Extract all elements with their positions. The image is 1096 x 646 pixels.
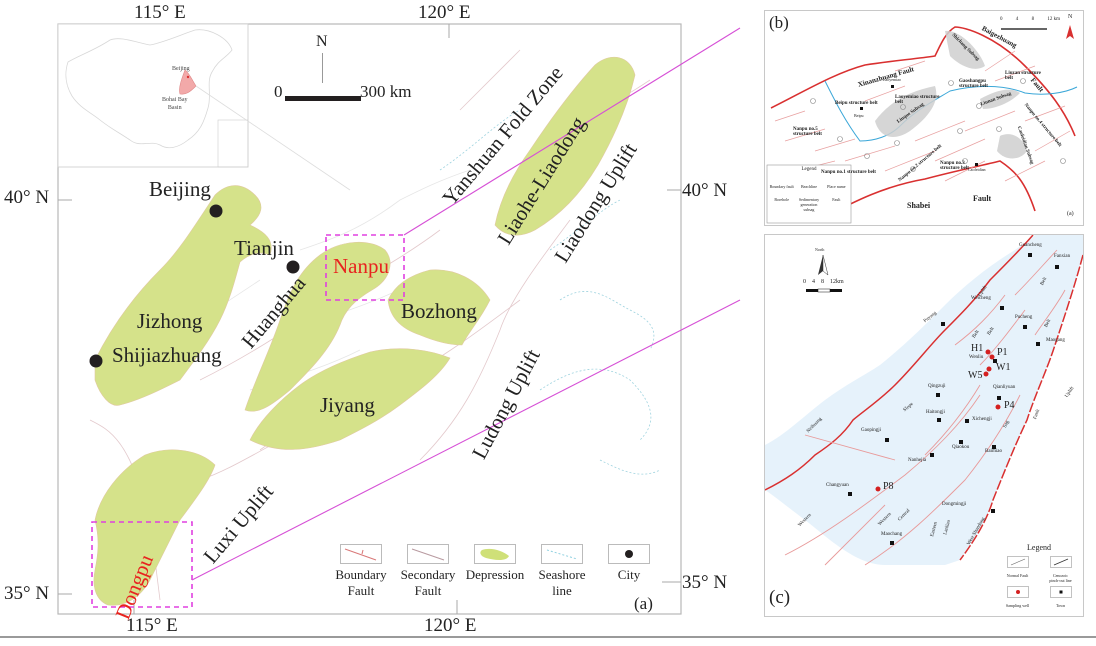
town-label-gaopingji: Gaopingji <box>861 428 881 433</box>
legend-item-normal-fault: Normal Fault <box>998 555 1037 583</box>
town-label-baimiao: Baimiao <box>985 449 1002 454</box>
town-icon <box>1049 586 1072 598</box>
panel-b-label: (b) <box>769 13 789 32</box>
panel-c-legend: Legend Normal Fault Cenozoic pinch-out l… <box>998 543 1080 608</box>
belt-label-beipu: Beipu structure belt <box>835 101 878 106</box>
lon-label-top-115: 115° E <box>134 2 186 23</box>
well-label-p8: P8 <box>883 481 894 492</box>
well-label-p1: P1 <box>997 347 1008 358</box>
panel-b-legend: Legend Boundary fault Beachline Place na… <box>769 167 846 212</box>
scale-bar <box>285 96 361 101</box>
well-label-w5: W5 <box>968 370 983 381</box>
highlight-boxes <box>91 234 405 608</box>
lat-label-left-40: 40° N <box>4 187 50 208</box>
scale-end: 300 km <box>360 82 412 101</box>
town-label-fanxian: Fanxian <box>1054 254 1071 259</box>
panel-c-north-label: North <box>815 247 825 252</box>
well-label-w1: W1 <box>996 362 1011 373</box>
panel-c-legend-title: Legend <box>1027 543 1051 552</box>
belt-label-nanpu-1: Nanpu no.1 structure belt <box>821 170 876 175</box>
belt-label-nanpu-5: Nanpu no.5 structure belt <box>793 127 822 137</box>
depression-icon <box>474 544 516 564</box>
panel-b-north-label: N <box>1068 14 1073 20</box>
town-label-nanhejia: Nanhejia <box>908 458 927 463</box>
north-arrow-label: N <box>316 33 328 50</box>
well-label-p4: P4 <box>1004 400 1015 411</box>
belt-label-nanpu-3: Nanpu no.3 structure belt <box>940 161 969 171</box>
legend-item-secondary-fault: Secondary Fault <box>394 544 462 599</box>
town-label-xichengji: Xichengji <box>972 417 992 422</box>
panel-a <box>57 23 741 615</box>
pinch-out-line-icon <box>1049 556 1072 568</box>
secondary-fault-icon <box>407 544 449 564</box>
panel-b-sublabel: (a) <box>1067 211 1074 217</box>
legend-panel-a: Boundary Fault Secondary Fault Depressio… <box>318 544 650 604</box>
inset-map-china <box>57 23 351 191</box>
city-markers <box>89 204 300 368</box>
seashore-line-icon <box>541 544 583 564</box>
inset-basin-label: Bohai Bay Basin <box>162 97 188 111</box>
depression-label-jiyang: Jiyang <box>320 393 375 417</box>
lat-label-right-35: 35° N <box>682 572 728 593</box>
well-label-h1: H1 <box>971 343 984 354</box>
inset-beijing-label: Beijing <box>172 66 190 72</box>
panel-a-label: (a) <box>634 594 653 613</box>
legend-item-seashore-line: Seashore line <box>528 544 596 599</box>
fault-label-shabei: Shabei <box>907 201 931 210</box>
belt-label-gaoshangpu: Gaoshangpu structure belt <box>959 79 988 89</box>
town-label-qiaokou: Qiaokou <box>952 445 970 450</box>
town-label-maochang: Maochang <box>881 532 903 537</box>
north-arrow-icon <box>322 53 323 83</box>
depression-label-nanpu: Nanpu <box>333 254 389 278</box>
lat-label-left-35: 35° N <box>4 583 50 604</box>
fault-label-shabei-fault: Fault <box>973 194 992 203</box>
lat-label-right-40: 40° N <box>682 180 728 201</box>
belt-label-liuzan: Liuzan structure belt <box>1005 71 1041 81</box>
city-label-shijiazhuang: Shijiazhuang <box>112 343 222 367</box>
depressions <box>93 56 636 606</box>
town-label-maogang: Maogang <box>1046 338 1065 343</box>
town-label-beipu: Beipu <box>854 113 864 118</box>
legend-item-boundary-fault: Boundary Fault <box>327 544 395 599</box>
town-label-caofeidian: Caofeidian <box>968 167 986 172</box>
legend-item-town: Town <box>1041 585 1080 608</box>
town-label-pucheng: Pucheng <box>1015 315 1033 320</box>
belt-label-laoyemiao: Laoyemiao structure belt <box>895 95 940 105</box>
lon-label-top-120: 120° E <box>418 2 471 23</box>
boundary-fault-icon <box>340 544 382 564</box>
town-label-laoyemiao: Laoyemiao <box>883 77 901 82</box>
sampling-well-icon <box>1006 586 1029 598</box>
town-label-haitongji: Haitongji <box>926 410 945 415</box>
town-label-dongmingji: Dongmingji <box>942 502 967 507</box>
town-label-weicheng: Weicheng <box>971 296 991 301</box>
town-label-wenliu: Wenliu <box>969 355 984 360</box>
scale-start: 0 <box>274 82 283 101</box>
lon-label-bottom-115: 115° E <box>126 615 178 636</box>
city-label-tianjin: Tianjin <box>234 236 294 260</box>
normal-fault-icon <box>1006 556 1029 568</box>
depression-label-jizhong: Jizhong <box>137 309 203 333</box>
bottom-rule <box>0 636 1096 638</box>
town-label-qingzuji: Qingzuji <box>928 384 946 389</box>
town-label-qianliyuan: Qianliyuan <box>993 385 1016 390</box>
panel-c-label: (c) <box>769 587 791 608</box>
legend-item-city: City <box>595 544 663 583</box>
legend-item-pinch-out: Cenozoic pinch-out line <box>1041 555 1080 583</box>
city-icon <box>608 544 650 564</box>
legend-item-depression: Depression <box>461 544 529 583</box>
legend-item-sampling-well: Sampling well <box>998 585 1037 608</box>
town-label-changyuan: Changyuan <box>826 483 849 488</box>
depression-label-bozhong: Bozhong <box>401 299 477 323</box>
lon-label-bottom-120: 120° E <box>424 615 477 636</box>
city-label-beijing: Beijing <box>149 177 211 201</box>
town-label-guancheng: Guancheng <box>1019 243 1042 248</box>
